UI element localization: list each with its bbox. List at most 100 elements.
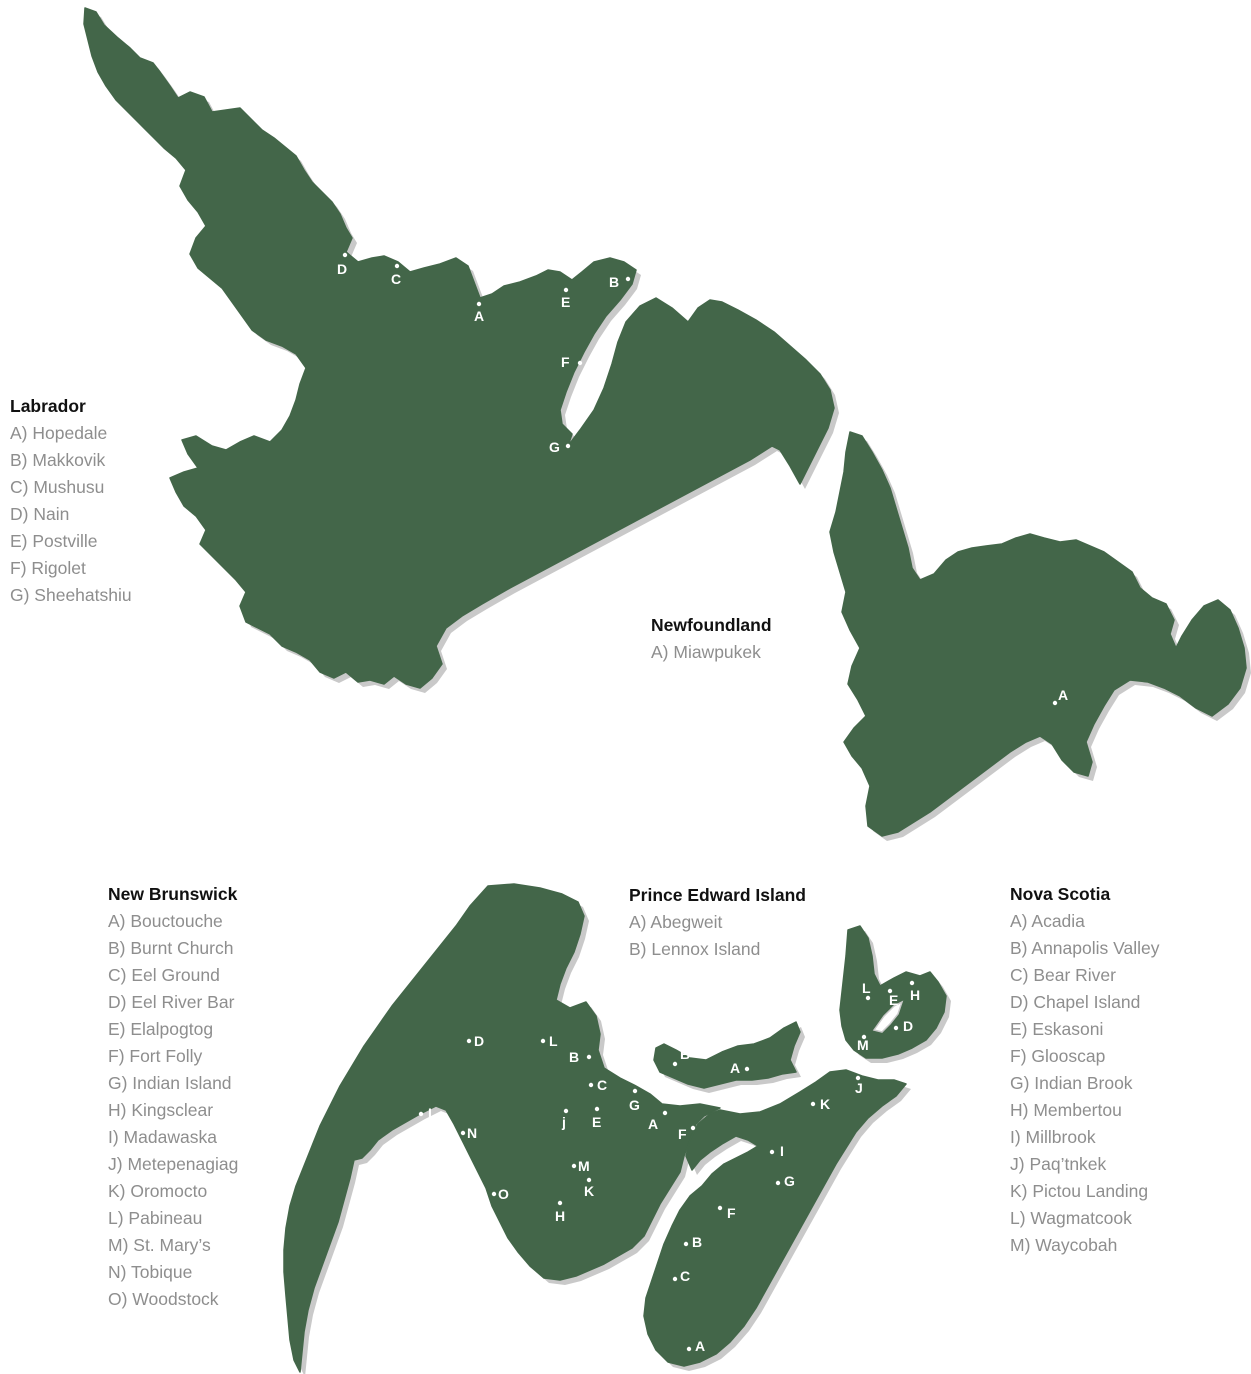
map-marker-postville[interactable]: E — [561, 287, 570, 310]
legend-list: A) Bouctouche B) Burnt Church C) Eel Gro… — [108, 908, 238, 1313]
map-marker-annapolis-valley[interactable]: B — [683, 1234, 702, 1250]
marker-label: H — [910, 987, 920, 1003]
legend-item: B) Makkovik — [10, 450, 106, 470]
map-marker-miawpukek[interactable]: A — [1052, 687, 1068, 706]
map-marker-eskasoni[interactable]: E — [887, 988, 899, 1008]
map-marker-acadia[interactable]: A — [686, 1338, 705, 1354]
new-brunswick-landmass — [283, 883, 721, 1373]
legend-item: C) Bear River — [1010, 965, 1116, 985]
marker-label: M — [578, 1158, 590, 1174]
legend-item: D) Chapel Island — [1010, 992, 1141, 1012]
map-marker-st-marys[interactable]: M — [571, 1158, 590, 1174]
marker-dot — [476, 301, 482, 307]
map-marker-pabineau[interactable]: L — [540, 1033, 558, 1049]
legend-item: I) Millbrook — [1010, 1127, 1096, 1147]
marker-dot — [887, 988, 893, 994]
map-marker-glooscap[interactable]: F — [717, 1205, 736, 1221]
marker-dot — [855, 1075, 861, 1081]
legend-title: Newfoundland — [651, 615, 772, 635]
map-marker-waycobah[interactable]: M — [857, 1034, 869, 1053]
marker-dot — [744, 1066, 750, 1072]
marker-dot — [865, 995, 871, 1001]
labrador-landmass — [83, 7, 835, 689]
map-marker-fort-folly[interactable]: F — [678, 1125, 696, 1142]
map-marker-indian-brook[interactable]: G — [775, 1173, 795, 1189]
marker-label: A — [648, 1116, 658, 1132]
marker-label: L — [549, 1033, 558, 1049]
legend-item: A) Abegweit — [629, 912, 723, 932]
marker-label: K — [820, 1096, 830, 1112]
legend-item: A) Miawpukek — [651, 642, 761, 662]
legend-item: F) Fort Folly — [108, 1046, 203, 1066]
marker-label: A — [1058, 687, 1068, 703]
legend-item: K) Pictou Landing — [1010, 1181, 1149, 1201]
legend-item: F) Rigolet — [10, 558, 86, 578]
legend-item: F) Glooscap — [1010, 1046, 1106, 1066]
map-marker-tobique[interactable]: N — [460, 1125, 477, 1141]
map-marker-indian-island[interactable]: G — [629, 1088, 640, 1113]
legend-item: A) Hopedale — [10, 423, 108, 443]
map-marker-hopedale[interactable]: A — [474, 301, 484, 324]
map-marker-abegweit[interactable]: A — [730, 1060, 750, 1076]
map-marker-millbrook[interactable]: I — [769, 1143, 784, 1159]
marker-label: B — [680, 1046, 690, 1062]
nova-scotia-landmass — [643, 1069, 907, 1367]
marker-label: O — [498, 1186, 509, 1202]
legend-nova-scotia: Nova Scotia A) Acadia B) Annapolis Valle… — [1010, 881, 1160, 1259]
map-marker-madawaska[interactable]: I — [418, 1105, 432, 1121]
map-marker-paqtnkek[interactable]: J — [855, 1075, 863, 1096]
map-marker-makkovik[interactable]: B — [609, 274, 631, 290]
marker-dot — [563, 1108, 569, 1114]
marker-label: M — [857, 1037, 869, 1053]
map-marker-rigolet[interactable]: F — [561, 354, 583, 370]
map-marker-chapel-island[interactable]: D — [893, 1018, 913, 1034]
map-marker-bear-river[interactable]: C — [672, 1268, 690, 1284]
marker-dot — [717, 1205, 723, 1211]
legend-item: A) Acadia — [1010, 911, 1085, 931]
map-marker-eel-river-bar[interactable]: D — [466, 1033, 484, 1049]
legend-title: Nova Scotia — [1010, 884, 1111, 904]
map-marker-wagmatcook[interactable]: L — [862, 980, 871, 1001]
map-marker-lennox-island[interactable]: B — [672, 1046, 690, 1067]
marker-dot — [775, 1180, 781, 1186]
legend-list: A) Abegweit B) Lennox Island — [629, 909, 806, 963]
pei-landmass — [653, 1021, 801, 1089]
map-marker-oromocto[interactable]: K — [584, 1177, 594, 1199]
map-marker-nain[interactable]: D — [337, 252, 348, 277]
legend-item: N) Tobique — [108, 1262, 193, 1282]
legend-list: A) Hopedale B) Makkovik C) Mushusu D) Na… — [10, 420, 132, 609]
map-marker-membertou[interactable]: H — [909, 980, 920, 1003]
marker-dot — [810, 1101, 816, 1107]
marker-dot — [690, 1125, 696, 1131]
map-marker-elalpogtog[interactable]: E — [592, 1106, 601, 1130]
map-marker-metepenagiag[interactable]: j — [561, 1108, 569, 1130]
cape-breton-landmass — [839, 925, 947, 1059]
map-marker-kingsclear[interactable]: H — [555, 1200, 565, 1224]
map-marker-bouctouche[interactable]: A — [648, 1110, 668, 1132]
marker-label: B — [692, 1234, 702, 1250]
map-marker-burnt-church[interactable]: B — [569, 1049, 592, 1065]
legend-item: E) Elalpogtog — [108, 1019, 214, 1039]
legend-item: K) Oromocto — [108, 1181, 208, 1201]
marker-label: G — [549, 439, 560, 455]
map-marker-pictou-landing[interactable]: K — [810, 1096, 830, 1112]
legend-item: I) Madawaska — [108, 1127, 217, 1147]
marker-dot — [394, 263, 400, 269]
legend-item: M) Waycobah — [1010, 1235, 1118, 1255]
legend-item: M) St. Mary’s — [108, 1235, 211, 1255]
map-marker-eel-ground[interactable]: C — [588, 1077, 607, 1093]
legend-newfoundland: Newfoundland A) Miawpukek — [651, 612, 772, 666]
marker-dot — [909, 980, 915, 986]
legend-item: E) Postville — [10, 531, 98, 551]
marker-label: E — [592, 1114, 601, 1130]
marker-dot — [672, 1276, 678, 1282]
marker-dot — [586, 1177, 592, 1183]
map-marker-woodstock[interactable]: O — [491, 1186, 509, 1202]
map-marker-mushusu[interactable]: C — [391, 263, 401, 287]
marker-dot — [588, 1082, 594, 1088]
marker-dot — [563, 287, 569, 293]
map-marker-sheehatshiu[interactable]: G — [549, 439, 571, 455]
legend-item: D) Nain — [10, 504, 70, 524]
marker-dot — [586, 1054, 592, 1060]
